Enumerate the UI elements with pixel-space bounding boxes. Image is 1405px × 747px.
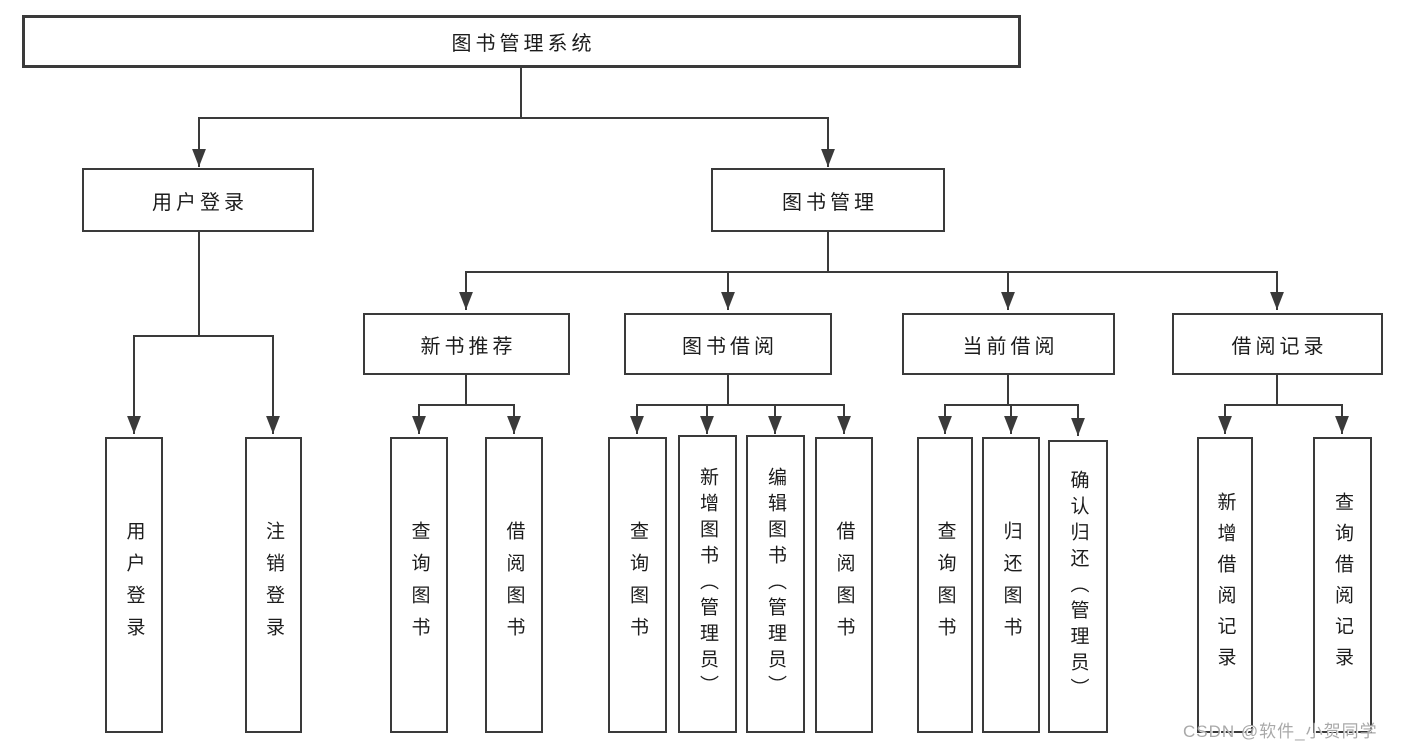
node-book-borrowing: 图书借阅 bbox=[624, 313, 832, 375]
node-user-login: 用户登录 bbox=[82, 168, 314, 232]
connector-bookmgmt-trunk bbox=[465, 231, 1278, 273]
leaf-user-login: 用户登录 bbox=[105, 437, 163, 733]
connector-currentborrow-trunk bbox=[944, 374, 1079, 406]
node-book-borrowing-label: 图书借阅 bbox=[682, 335, 778, 358]
node-current-borrowing: 当前借阅 bbox=[902, 313, 1115, 375]
node-system-root: 图书管理系统 bbox=[22, 15, 1021, 68]
leaf-add-book-admin: 新增图书（管理员） bbox=[678, 435, 737, 733]
leaf-borrow-book-1: 借阅图书 bbox=[485, 437, 543, 733]
leaf-add-book-admin-label: 新增图书（管理员） bbox=[697, 467, 718, 701]
node-system-root-label: 图书管理系统 bbox=[451, 33, 596, 55]
node-borrow-records: 借阅记录 bbox=[1172, 313, 1383, 375]
leaf-query-borrow-record-label: 查询借阅记录 bbox=[1332, 492, 1353, 678]
leaf-query-book-3-label: 查询图书 bbox=[934, 521, 956, 649]
leaf-query-book-1-label: 查询图书 bbox=[408, 521, 430, 649]
connector-bookborrow-trunk bbox=[636, 374, 845, 406]
leaf-return-book: 归还图书 bbox=[982, 437, 1040, 733]
leaf-query-book-1: 查询图书 bbox=[390, 437, 448, 733]
leaf-add-borrow-record-label: 新增借阅记录 bbox=[1214, 492, 1236, 678]
leaf-confirm-return-admin-label: 确认归还（管理员） bbox=[1067, 469, 1089, 704]
leaf-confirm-return-admin: 确认归还（管理员） bbox=[1048, 440, 1108, 733]
connector-borrowrecord-trunk bbox=[1224, 374, 1343, 406]
node-borrow-records-label: 借阅记录 bbox=[1231, 335, 1328, 358]
leaf-query-borrow-record: 查询借阅记录 bbox=[1313, 437, 1372, 733]
csdn-watermark: CSDN @软件_小贺同学 bbox=[1183, 722, 1378, 741]
leaf-borrow-book-2-label: 借阅图书 bbox=[833, 521, 855, 649]
node-book-management-label: 图书管理 bbox=[782, 191, 878, 214]
node-new-book-recommend-label: 新书推荐 bbox=[420, 335, 517, 358]
leaf-edit-book-admin: 编辑图书（管理员） bbox=[746, 435, 805, 733]
node-user-login-label: 用户登录 bbox=[152, 191, 248, 214]
leaf-return-book-label: 归还图书 bbox=[1000, 521, 1022, 649]
leaf-query-book-2: 查询图书 bbox=[608, 437, 667, 733]
connector-root-trunk bbox=[198, 67, 829, 119]
leaf-borrow-book-2: 借阅图书 bbox=[815, 437, 873, 733]
leaf-add-borrow-record: 新增借阅记录 bbox=[1197, 437, 1253, 733]
node-current-borrowing-label: 当前借阅 bbox=[962, 335, 1059, 358]
connector-newbookrec-trunk bbox=[418, 374, 515, 406]
leaf-query-book-3: 查询图书 bbox=[917, 437, 973, 733]
leaf-logout-label: 注销登录 bbox=[263, 521, 284, 649]
leaf-query-book-2-label: 查询图书 bbox=[627, 521, 648, 649]
node-new-book-recommend: 新书推荐 bbox=[363, 313, 570, 375]
leaf-user-login-label: 用户登录 bbox=[123, 521, 145, 649]
node-book-management: 图书管理 bbox=[711, 168, 945, 232]
leaf-edit-book-admin-label: 编辑图书（管理员） bbox=[765, 467, 786, 701]
connector-userlogin-trunk bbox=[133, 232, 274, 337]
leaf-logout: 注销登录 bbox=[245, 437, 302, 733]
leaf-borrow-book-1-label: 借阅图书 bbox=[503, 521, 525, 649]
